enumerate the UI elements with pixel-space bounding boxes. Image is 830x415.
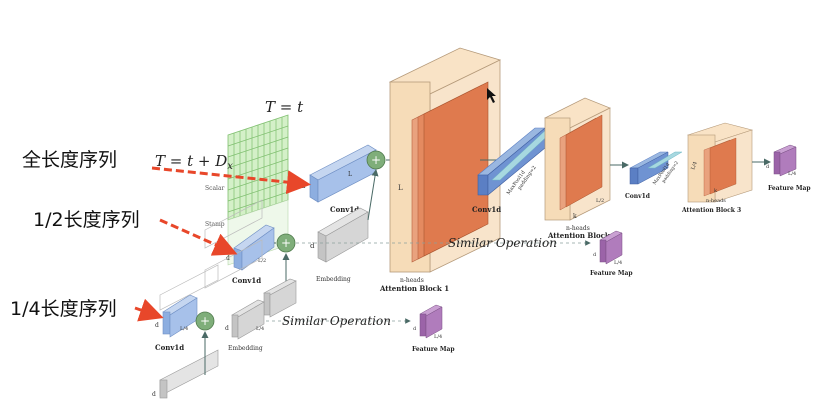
attn3-nheads: n-heads bbox=[706, 198, 726, 204]
dim-d-embed-full: d bbox=[310, 242, 315, 250]
conv1d-half-label: Conv1d bbox=[232, 276, 261, 285]
conv1d-block1-out bbox=[477, 127, 557, 196]
attention-block-2 bbox=[544, 97, 611, 221]
add-node-quarter-sign: + bbox=[200, 314, 210, 328]
feature-map-quarter-label: Feature Map bbox=[412, 346, 455, 353]
attention-block-3 bbox=[686, 122, 754, 203]
cursor-icon bbox=[487, 88, 496, 103]
dim-l2-half: L/2 bbox=[258, 258, 266, 264]
feature-map-final bbox=[773, 144, 797, 177]
dim-l2-attn2: L/2 bbox=[596, 198, 604, 204]
arrow-quarter-length bbox=[134, 298, 164, 322]
dim-d-fm-half: d bbox=[593, 252, 597, 258]
dim-d-embed-quarter: d bbox=[225, 325, 229, 332]
add-node-full-sign: + bbox=[371, 153, 381, 167]
dim-l4-quarter: L/4 bbox=[180, 326, 188, 332]
conv1d-quarter bbox=[162, 294, 198, 338]
dim-k-attn2: k bbox=[573, 213, 577, 220]
feature-map-quarter bbox=[419, 304, 443, 339]
dim-l4-fm-half: L/4 bbox=[614, 260, 622, 266]
attn2-nheads: n-heads bbox=[566, 225, 590, 232]
formula-t-eq-t-dx: T = t + Dx bbox=[155, 152, 233, 172]
half-length-label: 1/2长度序列 bbox=[33, 209, 140, 231]
similar-op-half: Similar Operation bbox=[448, 236, 557, 250]
conv1d-quarter-label: Conv1d bbox=[155, 343, 184, 352]
add-node-full bbox=[366, 150, 386, 170]
quarter-length-label: 1/4长度序列 bbox=[10, 298, 117, 320]
formula-t-eq-t: T = t bbox=[265, 98, 304, 116]
embedding-quarter bbox=[231, 299, 265, 340]
dim-l4-embed-quarter: L/4 bbox=[256, 326, 264, 332]
embedding-full-label: Embedding bbox=[316, 276, 351, 283]
attn2-label: Attention Block 2 bbox=[547, 231, 617, 240]
dim-d-quarter-stack: d bbox=[152, 391, 156, 398]
conv1d-block2-label: Conv1d bbox=[625, 193, 651, 200]
feature-map-final-label: Feature Map bbox=[768, 185, 811, 192]
dim-d-half: d bbox=[226, 255, 230, 262]
add-node-quarter bbox=[195, 311, 215, 331]
embedding-half bbox=[263, 278, 297, 318]
feature-map-half-label: Feature Map bbox=[590, 270, 633, 277]
dim-d-quarter: d bbox=[155, 322, 159, 329]
attention-block-1 bbox=[388, 47, 502, 273]
embedding-quarter-label: Embedding bbox=[228, 345, 263, 352]
add-node-half bbox=[276, 233, 296, 253]
input-stack-half bbox=[204, 199, 263, 289]
arrow-full-length bbox=[151, 166, 311, 195]
embedding-full bbox=[317, 207, 369, 263]
attn3-label: Attention Block 3 bbox=[681, 207, 741, 214]
full-length-label: 全长度序列 bbox=[22, 149, 118, 171]
dim-k-attn3: k bbox=[714, 188, 718, 194]
feature-map-half bbox=[599, 230, 623, 265]
scalar-label: Scalar bbox=[205, 185, 225, 192]
similar-op-quarter: Similar Operation bbox=[282, 314, 391, 328]
conv1d-block1-label: Conv1d bbox=[472, 205, 501, 214]
attn1-nheads: n-heads bbox=[400, 277, 424, 284]
dim-l4-fm-final: L/4 bbox=[788, 171, 796, 177]
attn1-label: Attention Block 1 bbox=[379, 284, 449, 293]
conv1d-block2-out bbox=[629, 151, 683, 185]
add-node-half-sign: + bbox=[281, 236, 291, 250]
dim-l4-attn3: L/4 bbox=[690, 161, 698, 171]
dim-l-attn1: L bbox=[398, 184, 403, 192]
arrow-half-length bbox=[159, 218, 238, 256]
conv1d-full bbox=[309, 144, 377, 203]
conv1d-full-label: Conv1d bbox=[330, 205, 359, 214]
dim-l4-fm-quarter: L/4 bbox=[434, 334, 442, 340]
dim-d-fm-quarter: d bbox=[413, 326, 417, 332]
dim-d-fm-final: d bbox=[766, 164, 770, 170]
dim-l-full: L bbox=[348, 171, 352, 178]
